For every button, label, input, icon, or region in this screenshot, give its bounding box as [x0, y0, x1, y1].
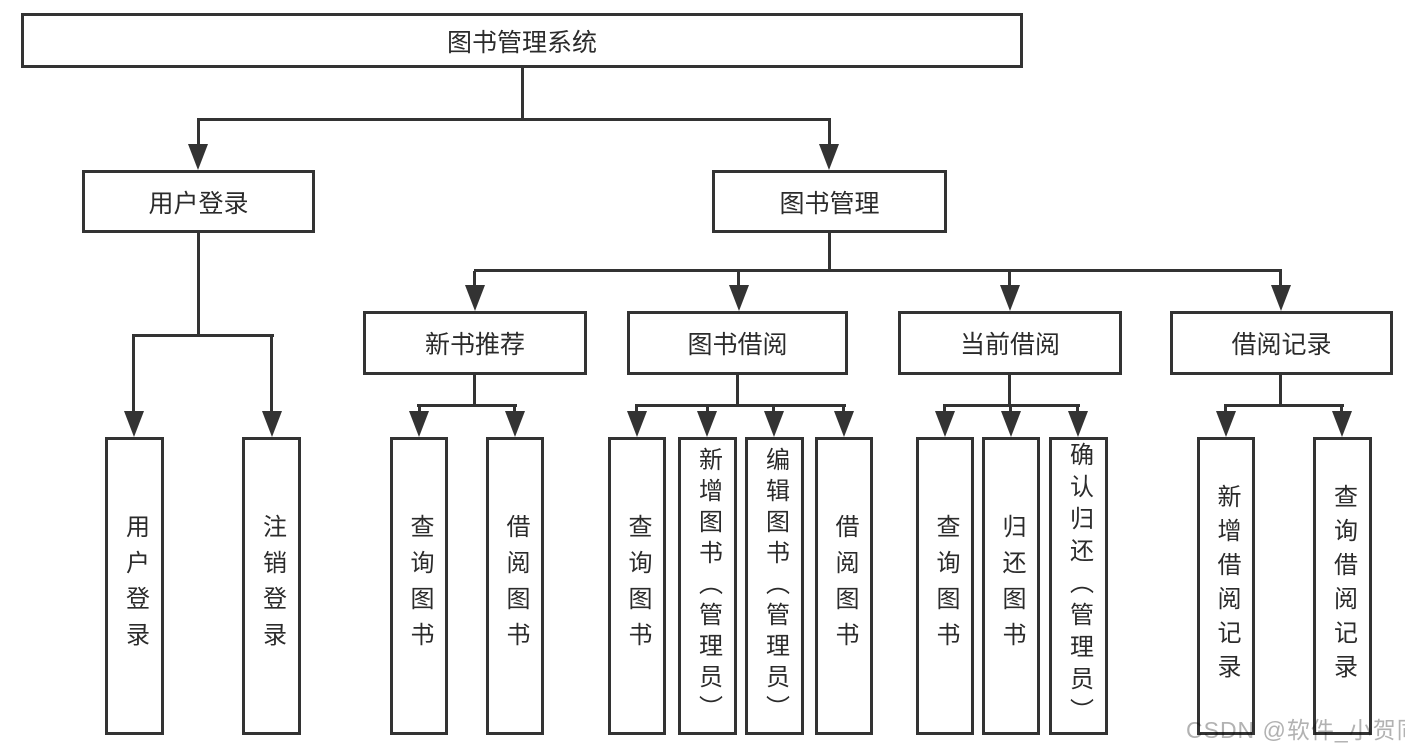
node-label: 查询借阅记录 — [1329, 484, 1357, 688]
node-current-borrow: 当前借阅 — [898, 311, 1122, 375]
leaf-return-book: 归还图书 — [982, 437, 1040, 735]
connector-line — [474, 269, 1282, 272]
connector-line — [1009, 404, 1012, 414]
node-label: 新增图书（管理员） — [694, 446, 722, 726]
node-user-login: 用户登录 — [82, 170, 315, 233]
node-new-book-recommend: 新书推荐 — [363, 311, 587, 375]
node-label: 借阅图书 — [502, 514, 529, 658]
node-book-management: 图书管理 — [712, 170, 947, 233]
leaf-borrow-book: 借阅图书 — [815, 437, 873, 735]
arrow-down-icon — [124, 411, 144, 437]
connector-line — [828, 118, 831, 146]
arrow-down-icon — [1001, 411, 1021, 437]
arrow-down-icon — [1000, 285, 1020, 311]
connector-line — [521, 68, 524, 121]
csdn-watermark: CSDN @软件_小贺同学 — [1186, 717, 1405, 743]
connector-line — [417, 404, 517, 407]
connector-line — [828, 233, 831, 272]
node-label: 图书借阅 — [687, 331, 788, 359]
connector-line — [473, 271, 476, 289]
arrow-down-icon — [627, 411, 647, 437]
connector-line — [133, 334, 274, 337]
arrow-down-icon — [1271, 285, 1291, 311]
connector-line — [635, 404, 638, 414]
node-label: 查询图书 — [624, 514, 651, 658]
arrow-down-icon — [819, 144, 839, 170]
connector-line — [197, 118, 831, 121]
node-label: 查询图书 — [406, 514, 433, 658]
arrow-down-icon — [697, 411, 717, 437]
connector-line — [513, 404, 516, 414]
connector-line — [1224, 404, 1344, 407]
node-label: 编辑图书（管理员） — [761, 446, 789, 726]
node-label: 借阅图书 — [831, 514, 858, 658]
arrow-down-icon — [834, 411, 854, 437]
node-label: 归还图书 — [998, 514, 1025, 658]
connector-line — [1340, 404, 1343, 414]
connector-line — [132, 334, 135, 414]
leaf-user-login: 用户登录 — [105, 437, 164, 735]
leaf-logout: 注销登录 — [242, 437, 301, 735]
connector-line — [1279, 375, 1282, 406]
node-label: 确认归还（管理员） — [1065, 442, 1093, 730]
connector-line — [842, 404, 845, 414]
node-label: 注销登录 — [258, 514, 286, 658]
node-book-borrow: 图书借阅 — [627, 311, 848, 375]
node-label: 新增借阅记录 — [1213, 484, 1240, 688]
node-label: 用户登录 — [121, 514, 149, 658]
connector-line — [270, 334, 273, 414]
connector-line — [736, 375, 739, 406]
arrow-down-icon — [505, 411, 525, 437]
node-borrow-record: 借阅记录 — [1170, 311, 1393, 375]
connector-line — [943, 404, 946, 414]
connector-line — [772, 404, 775, 414]
arrow-down-icon — [935, 411, 955, 437]
node-label: 图书管理 — [779, 189, 880, 218]
connector-line — [473, 375, 476, 406]
arrow-down-icon — [1332, 411, 1352, 437]
connector-line — [1224, 404, 1227, 414]
connector-line — [197, 233, 200, 337]
node-label: 借阅记录 — [1231, 331, 1332, 359]
connector-line — [1279, 271, 1282, 289]
leaf-query-book: 查询图书 — [608, 437, 666, 735]
connector-line — [1076, 404, 1079, 414]
connector-line — [1008, 375, 1011, 406]
leaf-query-book: 查询图书 — [916, 437, 974, 735]
connector-line — [737, 271, 740, 289]
leaf-edit-book-admin: 编辑图书（管理员） — [745, 437, 804, 735]
leaf-add-book-admin: 新增图书（管理员） — [678, 437, 737, 735]
connector-line — [197, 118, 200, 146]
arrow-down-icon — [465, 285, 485, 311]
node-label: 用户登录 — [148, 189, 249, 218]
arrow-down-icon — [729, 285, 749, 311]
connector-line — [418, 404, 421, 414]
arrow-down-icon — [262, 411, 282, 437]
leaf-query-borrow-record: 查询借阅记录 — [1313, 437, 1372, 735]
node-label: 新书推荐 — [424, 331, 525, 359]
arrow-down-icon — [409, 411, 429, 437]
connector-line — [706, 404, 709, 414]
leaf-borrow-book: 借阅图书 — [486, 437, 544, 735]
node-label: 图书管理系统 — [446, 28, 597, 57]
arrow-down-icon — [764, 411, 784, 437]
connector-line — [635, 404, 846, 407]
connector-line — [1008, 271, 1011, 289]
leaf-query-book: 查询图书 — [390, 437, 448, 735]
node-label: 当前借阅 — [959, 331, 1060, 359]
arrow-down-icon — [1068, 411, 1088, 437]
arrow-down-icon — [188, 144, 208, 170]
arrow-down-icon — [1216, 411, 1236, 437]
node-label: 查询图书 — [932, 514, 959, 658]
node-library-management-system: 图书管理系统 — [21, 13, 1023, 68]
leaf-add-borrow-record: 新增借阅记录 — [1197, 437, 1255, 735]
leaf-confirm-return-admin: 确认归还（管理员） — [1049, 437, 1108, 735]
